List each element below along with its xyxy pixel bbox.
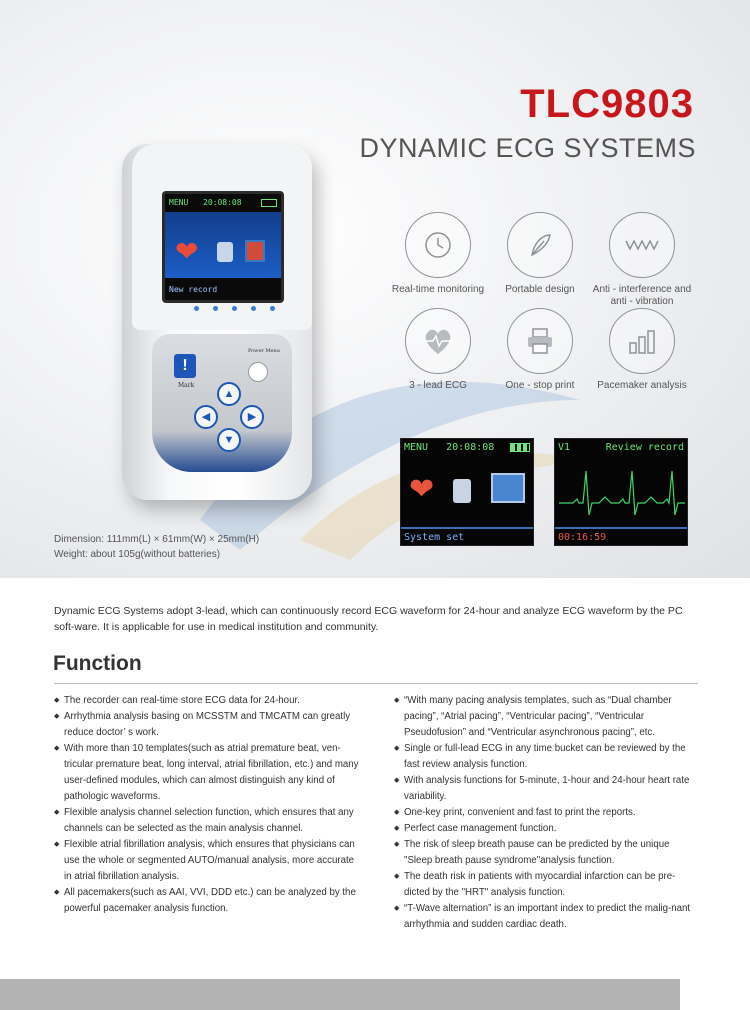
feature-label: Portable design (505, 284, 575, 295)
function-heading: Function (53, 652, 142, 675)
list-item: With analysis functions for 5-minute, 1-… (394, 773, 698, 805)
list-item: One-key print, convenient and fast to pr… (394, 805, 698, 821)
device-screen: MENU 20:08:08 ❤ New record (162, 191, 284, 303)
divider (555, 527, 687, 529)
indicator-dot (194, 306, 199, 311)
tools-icon (217, 242, 233, 262)
function-list-left: The recorder can real-time store ECG dat… (54, 693, 360, 917)
indicator-dot (213, 306, 218, 311)
list-item: Perfect case management function. (394, 821, 698, 837)
list-item: “With many pacing analysis templates, su… (394, 693, 698, 741)
device-indicator-dots (194, 306, 275, 311)
arrow-down-icon: ▼ (217, 428, 241, 452)
feature-realtime-monitoring: Real-time monitoring (386, 212, 490, 296)
power-menu-label: Power Menu (248, 348, 280, 354)
wave-icon (609, 212, 675, 278)
review-screen-thumbnail: V1 Review record 00:16:59 (554, 438, 688, 546)
heart-icon: ❤ (175, 236, 199, 267)
tools-icon (453, 479, 471, 503)
arrow-right-icon: ▶ (240, 405, 264, 429)
review-screen-status-bar: V1 Review record (558, 442, 684, 456)
mark-label: Mark (178, 382, 195, 389)
direction-pad: ▲ ◀ ▶ ▼ (194, 382, 264, 452)
list-item: All pacemakers(such as AAI, VVI, DDD etc… (54, 885, 360, 917)
feature-label: Real-time monitoring (391, 284, 485, 295)
hero-banner: TLC9803 DYNAMIC ECG SYSTEMS MENU 20:08:0… (0, 0, 750, 578)
feature-label: One - stop print (505, 380, 575, 391)
bar-chart-icon (609, 308, 675, 374)
arrow-left-icon: ◀ (194, 405, 218, 429)
ecg-recorder-device: MENU 20:08:08 ❤ New record ! Mark Power … (122, 144, 312, 500)
product-subtitle: DYNAMIC ECG SYSTEMS (359, 133, 696, 163)
section-divider (54, 683, 698, 684)
feature-pacemaker-analysis: Pacemaker analysis (590, 308, 694, 392)
list-item: “T-Wave alternation” is an important ind… (394, 901, 698, 933)
review-time-label: 00:16:59 (558, 532, 607, 543)
menu-screen-status-bar: MENU 20:08:08 (404, 442, 530, 456)
lead-label: V1 (558, 442, 571, 453)
mark-button: ! (174, 354, 196, 378)
product-model-title: TLC9803 (520, 82, 694, 126)
menu-screen-body: ❤ (401, 457, 533, 529)
feather-icon (507, 212, 573, 278)
feature-portable-design: Portable design (488, 212, 592, 296)
list-item: With more than 10 templates(such as atri… (54, 741, 360, 805)
system-set-label: System set (404, 532, 465, 543)
weight-line: Weight: about 105g(without batteries) (54, 549, 221, 560)
device-time: 20:08:08 (203, 198, 242, 207)
settings-icon (245, 240, 265, 262)
settings-icon (491, 473, 525, 503)
footer-bar (0, 979, 680, 1010)
dimension-line: Dimension: 111mm(L) × 61mm(W) × 25mm(H) (54, 534, 260, 545)
list-item: The death risk in patients with myocardi… (394, 869, 698, 901)
menu-screen-title: MENU (404, 442, 429, 453)
indicator-dot (232, 306, 237, 311)
device-status-bar: MENU 20:08:08 (169, 198, 277, 210)
list-item: The recorder can real-time store ECG dat… (54, 693, 360, 709)
dimension-info: Dimension: 111mm(L) × 61mm(W) × 25mm(H) … (54, 532, 259, 562)
intro-paragraph: Dynamic ECG Systems adopt 3-lead, which … (54, 605, 683, 633)
arrow-up-icon: ▲ (217, 382, 241, 406)
indicator-dot (251, 306, 256, 311)
device-screen-body: ❤ (165, 212, 281, 278)
clock-icon (405, 212, 471, 278)
indicator-dot (270, 306, 275, 311)
heart-ecg-icon (405, 308, 471, 374)
feature-3-lead-ecg: 3 - lead ECG (386, 308, 490, 392)
device-keypad: ! Mark Power Menu ▲ ◀ ▶ ▼ (152, 334, 292, 472)
menu-screen-time: 20:08:08 (446, 442, 495, 453)
list-item: Single or full-lead ECG in any time buck… (394, 741, 698, 773)
feature-label: 3 - lead ECG (409, 380, 467, 391)
feature-label: Pacemaker analysis (597, 380, 687, 391)
device-new-record-label: New record (169, 285, 218, 294)
function-list-right: “With many pacing analysis templates, su… (394, 693, 698, 933)
list-item: Flexible analysis channel selection func… (54, 805, 360, 837)
battery-icon (261, 199, 277, 207)
list-item: Flexible atrial fibrillation analysis, w… (54, 837, 360, 885)
battery-icon (510, 442, 530, 452)
divider (401, 527, 533, 529)
heart-icon: ❤ (409, 473, 435, 506)
menu-screen-thumbnail: MENU 20:08:08 ❤ System set (400, 438, 534, 546)
printer-icon (507, 308, 573, 374)
list-item: The risk of sleep breath pause can be pr… (394, 837, 698, 869)
power-button (248, 362, 268, 382)
list-item: Arrhythmia analysis basing on MCSSTM and… (54, 709, 360, 741)
feature-one-stop-print: One - stop print (488, 308, 592, 392)
ecg-waveform (559, 470, 685, 516)
feature-anti-interference: Anti - interference and anti - vibration (590, 212, 694, 308)
review-record-title: Review record (605, 442, 684, 453)
device-menu-label: MENU (169, 198, 189, 207)
feature-label: Anti - interference and anti - vibration (592, 284, 692, 307)
